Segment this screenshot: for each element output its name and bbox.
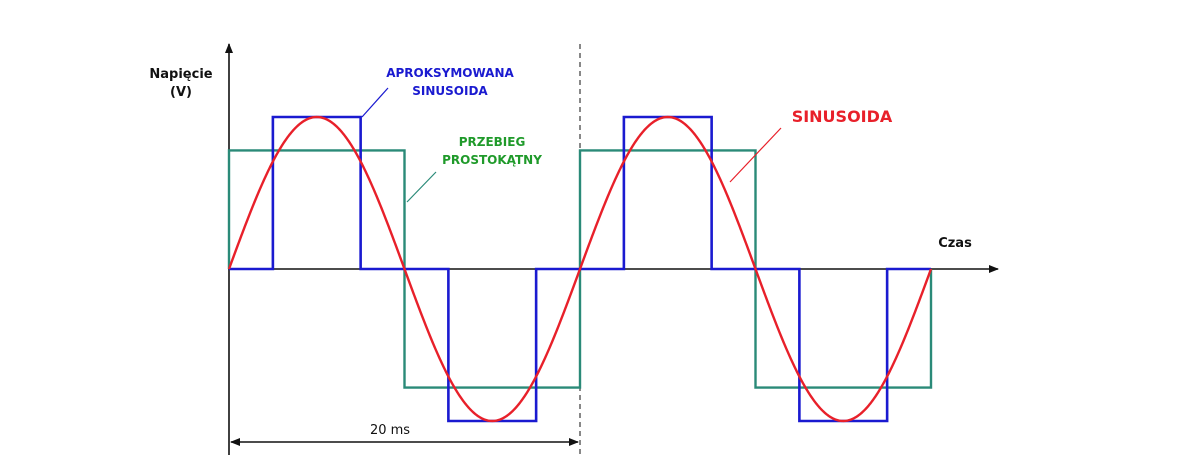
sine-leader-line [729, 127, 782, 183]
approx-leader-line [361, 87, 389, 118]
square-wave-label: PRZEBIEG [459, 135, 526, 149]
y-axis-label: Napięcie [149, 67, 212, 82]
square-wave-label-line2: PROSTOKĄTNY [442, 153, 542, 167]
square-leader-line [406, 171, 437, 203]
approximated-sine-label-line2: SINUSOIDA [412, 84, 488, 98]
y-axis-unit-label: (V) [170, 85, 192, 100]
x-axis-label: Czas [938, 236, 972, 251]
period-label: 20 ms [370, 423, 410, 438]
sine-wave [227, 115, 933, 423]
approximated-sine-label: APROKSYMOWANA [386, 66, 514, 80]
sine-label: SINUSOIDA [792, 107, 893, 126]
